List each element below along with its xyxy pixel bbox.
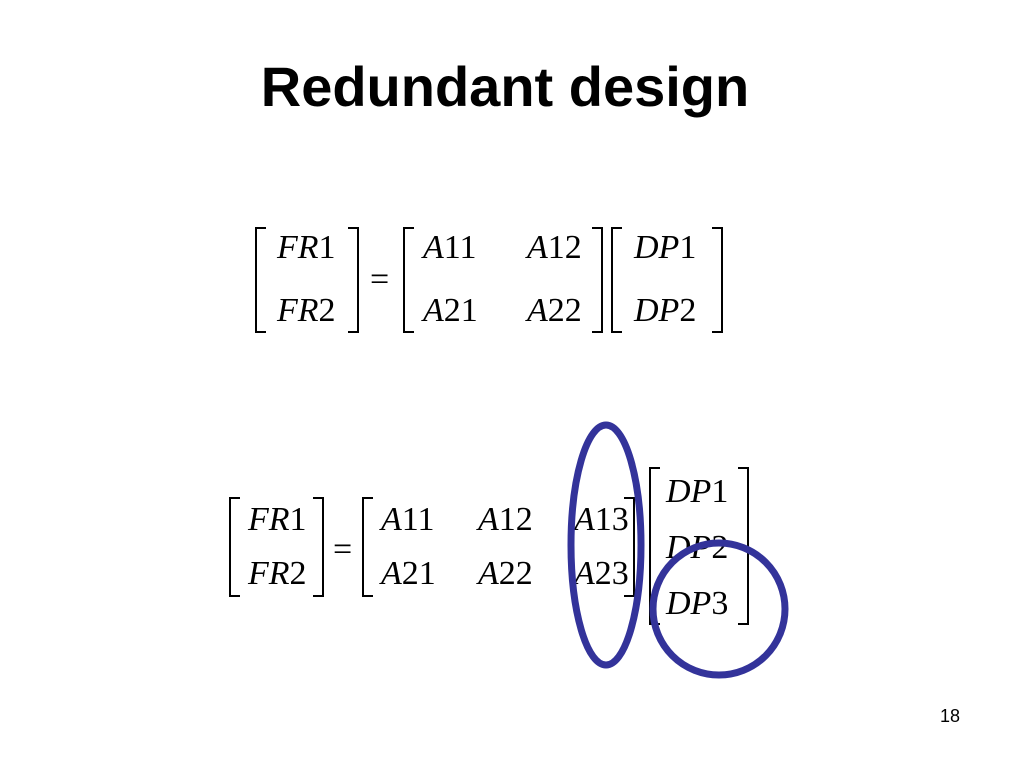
eq2-matrix-a22: A22: [476, 555, 533, 592]
highlight-dp3-circle: [649, 539, 789, 679]
highlight-column-a13-a23-ellipse: [567, 421, 645, 669]
bracket-vector-open: [611, 227, 622, 333]
bracket-lhs-close: [348, 227, 359, 333]
eq2-matrix-a21: A21: [379, 555, 436, 592]
bracket-vector-close: [712, 227, 723, 333]
eq1-matrix-a11: A11: [421, 229, 477, 266]
eq2-lhs-1: FR1: [247, 501, 307, 538]
bracket-lhs-close: [313, 497, 324, 597]
eq2-matrix-a13: A13: [572, 501, 629, 538]
eq1-lhs-2: FR2: [276, 292, 336, 329]
eq2-matrix-a23: A23: [572, 555, 629, 592]
bracket-matrix-open: [403, 227, 414, 333]
bracket-lhs-open: [255, 227, 266, 333]
bracket-lhs-open: [229, 497, 240, 597]
eq1-equals-sign: =: [370, 261, 389, 298]
eq1-matrix-a21: A21: [421, 292, 478, 329]
eq1-vector-dp2: DP2: [633, 292, 696, 329]
bracket-matrix-close: [624, 497, 635, 597]
eq1-matrix-a12: A12: [525, 229, 582, 266]
bracket-matrix-close: [592, 227, 603, 333]
eq2-vector-dp1: DP1: [665, 473, 728, 510]
eq1-vector-dp1: DP1: [633, 229, 696, 266]
bracket-matrix-open: [362, 497, 373, 597]
eq1-lhs-1: FR1: [276, 229, 336, 266]
page-number: 18: [939, 706, 961, 726]
eq2-matrix-a11: A11: [379, 501, 435, 538]
eq1-matrix-a22: A22: [525, 292, 582, 329]
slide-title: Redundant design: [260, 55, 750, 118]
eq2-matrix-a12: A12: [476, 501, 533, 538]
eq2-equals-sign: =: [333, 531, 352, 568]
eq2-vector-dp3: DP3: [665, 585, 728, 622]
eq2-lhs-2: FR2: [247, 555, 307, 592]
